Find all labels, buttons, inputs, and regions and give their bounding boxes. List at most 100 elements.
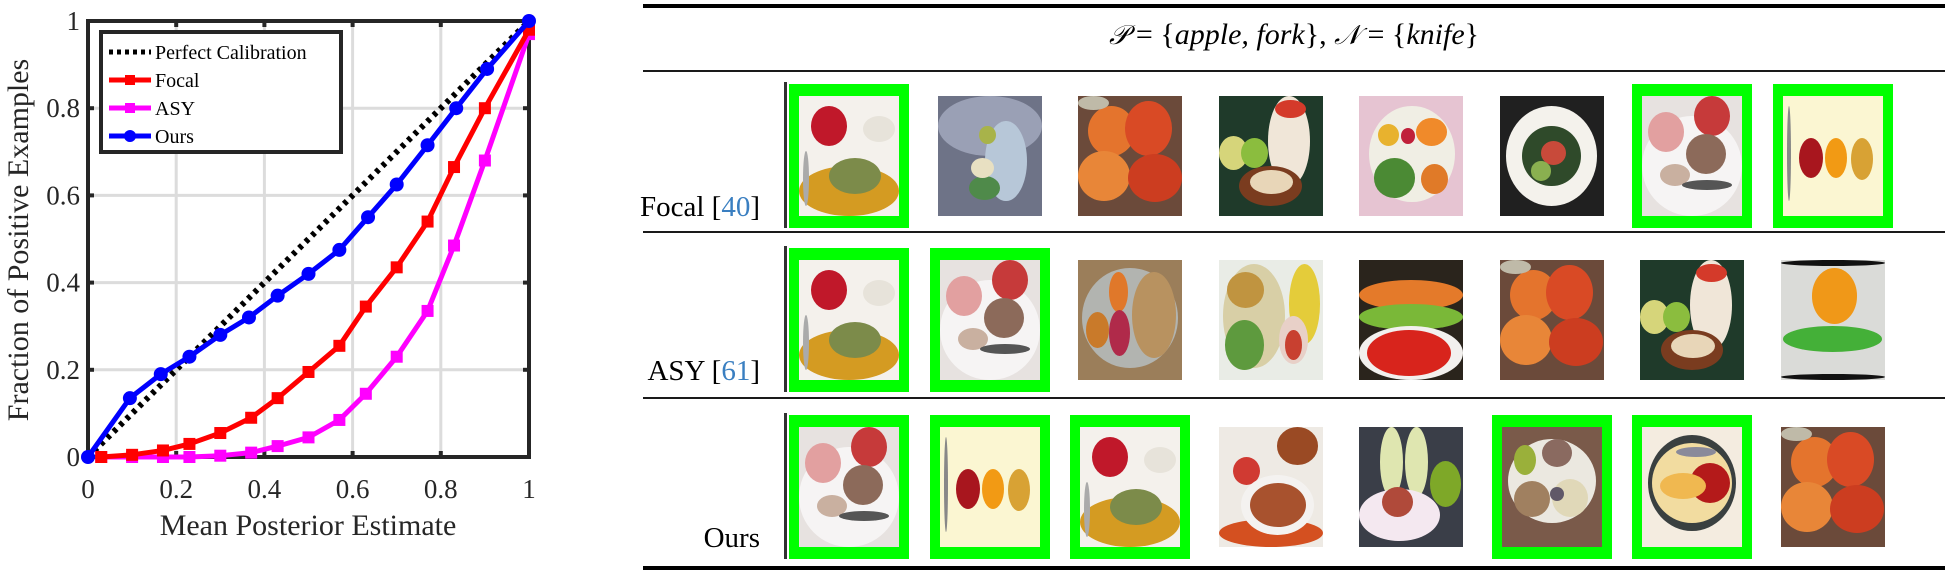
- focal-marker: [302, 365, 315, 378]
- retrieved-image-oat-box-apples: [1211, 84, 1331, 228]
- focal-marker: [478, 102, 491, 115]
- ours-marker: [389, 177, 404, 192]
- legend-label-asy: ASY: [155, 98, 195, 120]
- method-name: ASY: [647, 355, 705, 387]
- ours-marker: [122, 391, 137, 406]
- citation-link[interactable]: 40: [721, 191, 751, 223]
- equals-open: = {: [1128, 18, 1175, 51]
- retrieved-image-market-tomatoes: [1351, 248, 1471, 392]
- ours-marker: [270, 288, 285, 303]
- result-row-focal: Focal [40]: [639, 72, 1945, 232]
- ours-marker: [213, 327, 228, 342]
- row-rule-2: [643, 397, 1945, 399]
- thumbnail-image: [1218, 260, 1323, 380]
- thumbnail-image: [799, 260, 899, 380]
- ours-marker: [420, 138, 435, 153]
- ours-marker: [301, 266, 316, 281]
- top-rule: [643, 4, 1945, 8]
- thumbnail-image: [1780, 427, 1885, 547]
- chart-series: [81, 14, 536, 464]
- ours-marker: [182, 349, 197, 364]
- cite-close: ]: [750, 191, 760, 223]
- thumbnail-image: [1080, 427, 1180, 547]
- thumbnail-image: [799, 427, 899, 547]
- plot-frame: [86, 19, 531, 459]
- focal-marker: [333, 339, 346, 352]
- retrieved-image-apple-pile: [1070, 84, 1190, 228]
- negative-set-items: knife: [1406, 18, 1465, 51]
- ours-marker: [241, 310, 256, 325]
- equals-open-2: = {: [1360, 18, 1407, 51]
- asy-marker: [421, 304, 434, 317]
- positive-set-symbol: 𝒫: [1108, 20, 1129, 51]
- thumbnail-image: [1359, 260, 1463, 380]
- retrieved-image-apple-quinoa-fork-correct: [789, 248, 909, 392]
- retrieved-image-fork-apple-orange-onion-correct: [929, 415, 1050, 559]
- ours-marker: [480, 61, 495, 76]
- y-axis-title: Fraction of Positive Examples: [2, 59, 35, 421]
- row-separator: [784, 82, 787, 228]
- thumbnail-image: [1782, 96, 1883, 216]
- retrieved-image-fork-apple-orange-onion-correct: [1772, 84, 1893, 228]
- asy-marker: [359, 387, 372, 400]
- retrieved-image-applesauce-bowl: [1211, 415, 1331, 559]
- asy-marker: [302, 431, 315, 444]
- thumbnail-image: [1078, 96, 1182, 216]
- method-name: Ours: [703, 522, 760, 554]
- y-tick-label: 0.4: [46, 268, 80, 298]
- x-tick-label: 0.4: [248, 474, 282, 504]
- close-sep: },: [1304, 18, 1335, 51]
- asy-marker: [333, 413, 346, 426]
- x-tick-label: 0.2: [159, 474, 193, 504]
- cite-open: [: [704, 355, 722, 387]
- method-label: ASY [61]: [647, 355, 760, 388]
- result-row-ours: Ours: [643, 403, 1945, 563]
- thumbnail-image: [1499, 260, 1604, 380]
- x-tick-label: 0.8: [424, 474, 458, 504]
- header-rule: [643, 70, 1945, 72]
- retrieved-image-apple-quinoa-fork-correct: [1070, 415, 1190, 559]
- legend-label-perfect-calibration: Perfect Calibration: [155, 42, 307, 64]
- cite-open: [: [704, 191, 722, 223]
- focal-marker: [183, 437, 196, 450]
- asy-marker: [448, 239, 461, 252]
- method-name: Focal: [639, 191, 705, 223]
- retrieved-image-apple-cake-fork-correct: [789, 415, 909, 559]
- asy-marker: [478, 154, 491, 167]
- thumbnail-image: [1780, 260, 1885, 380]
- negative-set-symbol: 𝒩: [1334, 20, 1360, 51]
- retrieved-image-apple-cake-fork-correct: [1632, 84, 1752, 228]
- ours-marker: [361, 210, 376, 225]
- legend-label-ours: Ours: [155, 126, 194, 148]
- retrieved-image-cider-bottles-apple: [1351, 415, 1471, 559]
- focal-marker: [359, 300, 372, 313]
- bottom-rule: [643, 566, 1945, 570]
- ours-marker: [81, 450, 95, 464]
- thumbnail-image: [1499, 96, 1604, 216]
- citation-link[interactable]: 61: [721, 355, 751, 387]
- thumbnail-image: [1642, 427, 1742, 547]
- y-tick-label: 1: [67, 6, 81, 36]
- focal-marker: [126, 448, 139, 461]
- retrieved-image-tray-meal-correct: [1491, 415, 1612, 559]
- y-tick-label: 0.2: [46, 355, 80, 385]
- result-row-asy: ASY [61]: [643, 236, 1945, 396]
- asy-marker: [390, 350, 403, 363]
- retrieved-image-lunchbox-banana: [1211, 248, 1331, 392]
- cite-close: ]: [750, 355, 760, 387]
- retrieved-image-apple-cake-fork-correct: [929, 248, 1050, 392]
- ours-marker: [449, 101, 464, 116]
- ours-marker: [153, 367, 168, 382]
- thumbnail-image: [939, 427, 1040, 547]
- series-perfect-calibration: [85, 18, 532, 460]
- x-tick-label: 0.6: [336, 474, 370, 504]
- retrieval-results-table: 𝒫 = {apple, fork}, 𝒩 = {knife} Focal [40…: [639, 0, 1945, 573]
- asy-marker: [271, 440, 284, 453]
- retrieved-image-picnic-lunchbox: [930, 84, 1050, 228]
- thumbnail-image: [1359, 427, 1463, 547]
- retrieved-image-orange-spork: [1773, 248, 1893, 392]
- ours-marker: [522, 14, 536, 28]
